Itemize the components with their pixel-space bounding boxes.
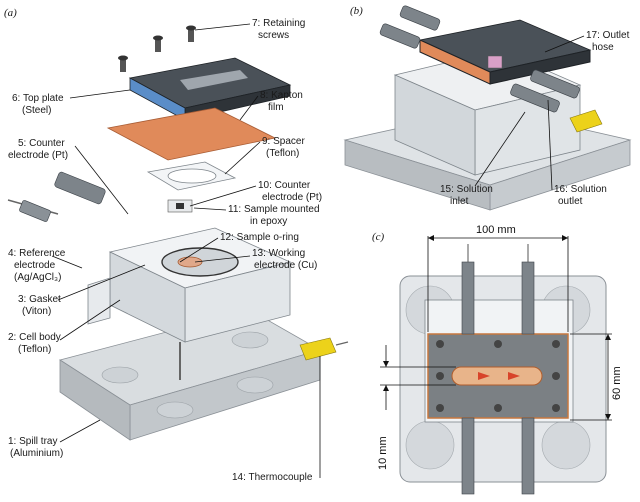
label-4c: (Ag/AgCl₃) [14, 272, 61, 283]
label-6a: 6: Top plate [12, 93, 64, 104]
label-13a: 13: Working [252, 248, 305, 259]
leader-lines-a [51, 23, 321, 478]
cell-body [87, 227, 292, 380]
label-3b: (Viton) [22, 306, 51, 317]
spacer [146, 161, 237, 191]
label-7a: 7: Retaining [252, 18, 305, 29]
fitting-left-1 [7, 171, 106, 222]
label-1a: 1: Spill tray [8, 436, 57, 447]
label-4a: 4: Reference [8, 248, 66, 259]
label-16a: 16: Solution [554, 184, 607, 195]
label-1b: (Aluminium) [10, 448, 63, 459]
retaining-screws [118, 25, 196, 72]
sample-epoxy [167, 199, 193, 213]
dim-gap: 10 mm [377, 436, 389, 470]
label-2a: 2: Cell body [8, 332, 61, 343]
label-17b: hose [592, 42, 614, 53]
label-8b: film [268, 102, 284, 113]
assembled-cell [343, 5, 632, 211]
label-8a: 8: Kapton [260, 90, 303, 101]
label-2b: (Teflon) [18, 344, 51, 355]
label-5b: electrode (Pt) [8, 150, 68, 161]
label-6b: (Steel) [22, 105, 51, 116]
label-9b: (Teflon) [266, 148, 299, 159]
dimension-lines [380, 235, 612, 421]
panel-a-label: (a) [4, 7, 17, 19]
panel-b-label: (b) [350, 5, 363, 17]
top-view-cell [399, 244, 607, 495]
label-5a: 5: Counter [18, 138, 65, 149]
label-7b: screws [258, 30, 289, 41]
label-4b: electrode [14, 260, 56, 271]
leader-lines-b [474, 35, 585, 191]
label-16b: outlet [558, 196, 583, 207]
label-10b: electrode (Pt) [262, 192, 322, 203]
label-14: 14: Thermocouple [232, 472, 313, 483]
label-12: 12: Sample o-ring [220, 232, 299, 243]
kapton-film [106, 107, 277, 161]
label-10a: 10: Counter [258, 180, 311, 191]
label-15b: inlet [450, 196, 469, 207]
label-11a: 11: Sample mounted [228, 204, 320, 215]
label-3a: 3: Gasket [18, 294, 61, 305]
panel-c-label: (c) [372, 231, 385, 243]
dim-width: 100 mm [476, 224, 516, 236]
label-11b: in epoxy [250, 216, 287, 227]
thermocouple [299, 337, 349, 361]
label-17a: 17: Outlet [586, 30, 630, 41]
label-9a: 9: Spacer [262, 136, 305, 147]
spill-tray [59, 309, 322, 441]
dim-height: 60 mm [611, 366, 623, 400]
label-13b: electrode (Cu) [254, 260, 317, 271]
label-15a: 15: Solution [440, 184, 493, 195]
